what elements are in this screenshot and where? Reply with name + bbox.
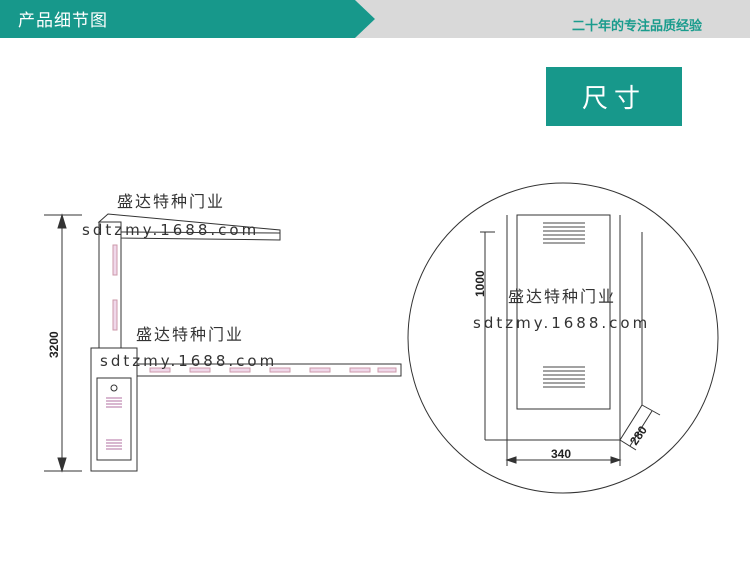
- watermark-name: 盛达特种门业: [136, 325, 245, 344]
- watermark-url: sdtzmy.1688.com: [100, 352, 278, 370]
- header-banner: 产品细节图 二十年的专注品质经验: [0, 0, 750, 38]
- slogan: 二十年的专注品质经验: [572, 19, 703, 34]
- depth-dimension-label: 280: [627, 423, 650, 448]
- width-dimension-label: 340: [551, 447, 571, 461]
- detail-circle: [407, 182, 719, 494]
- watermark-url: sdtzmy.1688.com: [82, 221, 260, 239]
- watermark-name: 盛达特种门业: [508, 287, 617, 306]
- page-title: 产品细节图: [18, 11, 108, 31]
- panel-height-dimension-label: 1000: [473, 270, 487, 297]
- barrier-gate-drawing: [44, 213, 402, 473]
- size-section-label: 尺寸: [546, 67, 682, 126]
- watermark-url: sdtzmy.1688.com: [473, 314, 651, 332]
- height-dimension-label: 3200: [47, 331, 61, 358]
- banner-background: [0, 0, 750, 38]
- watermark-name: 盛达特种门业: [117, 192, 226, 211]
